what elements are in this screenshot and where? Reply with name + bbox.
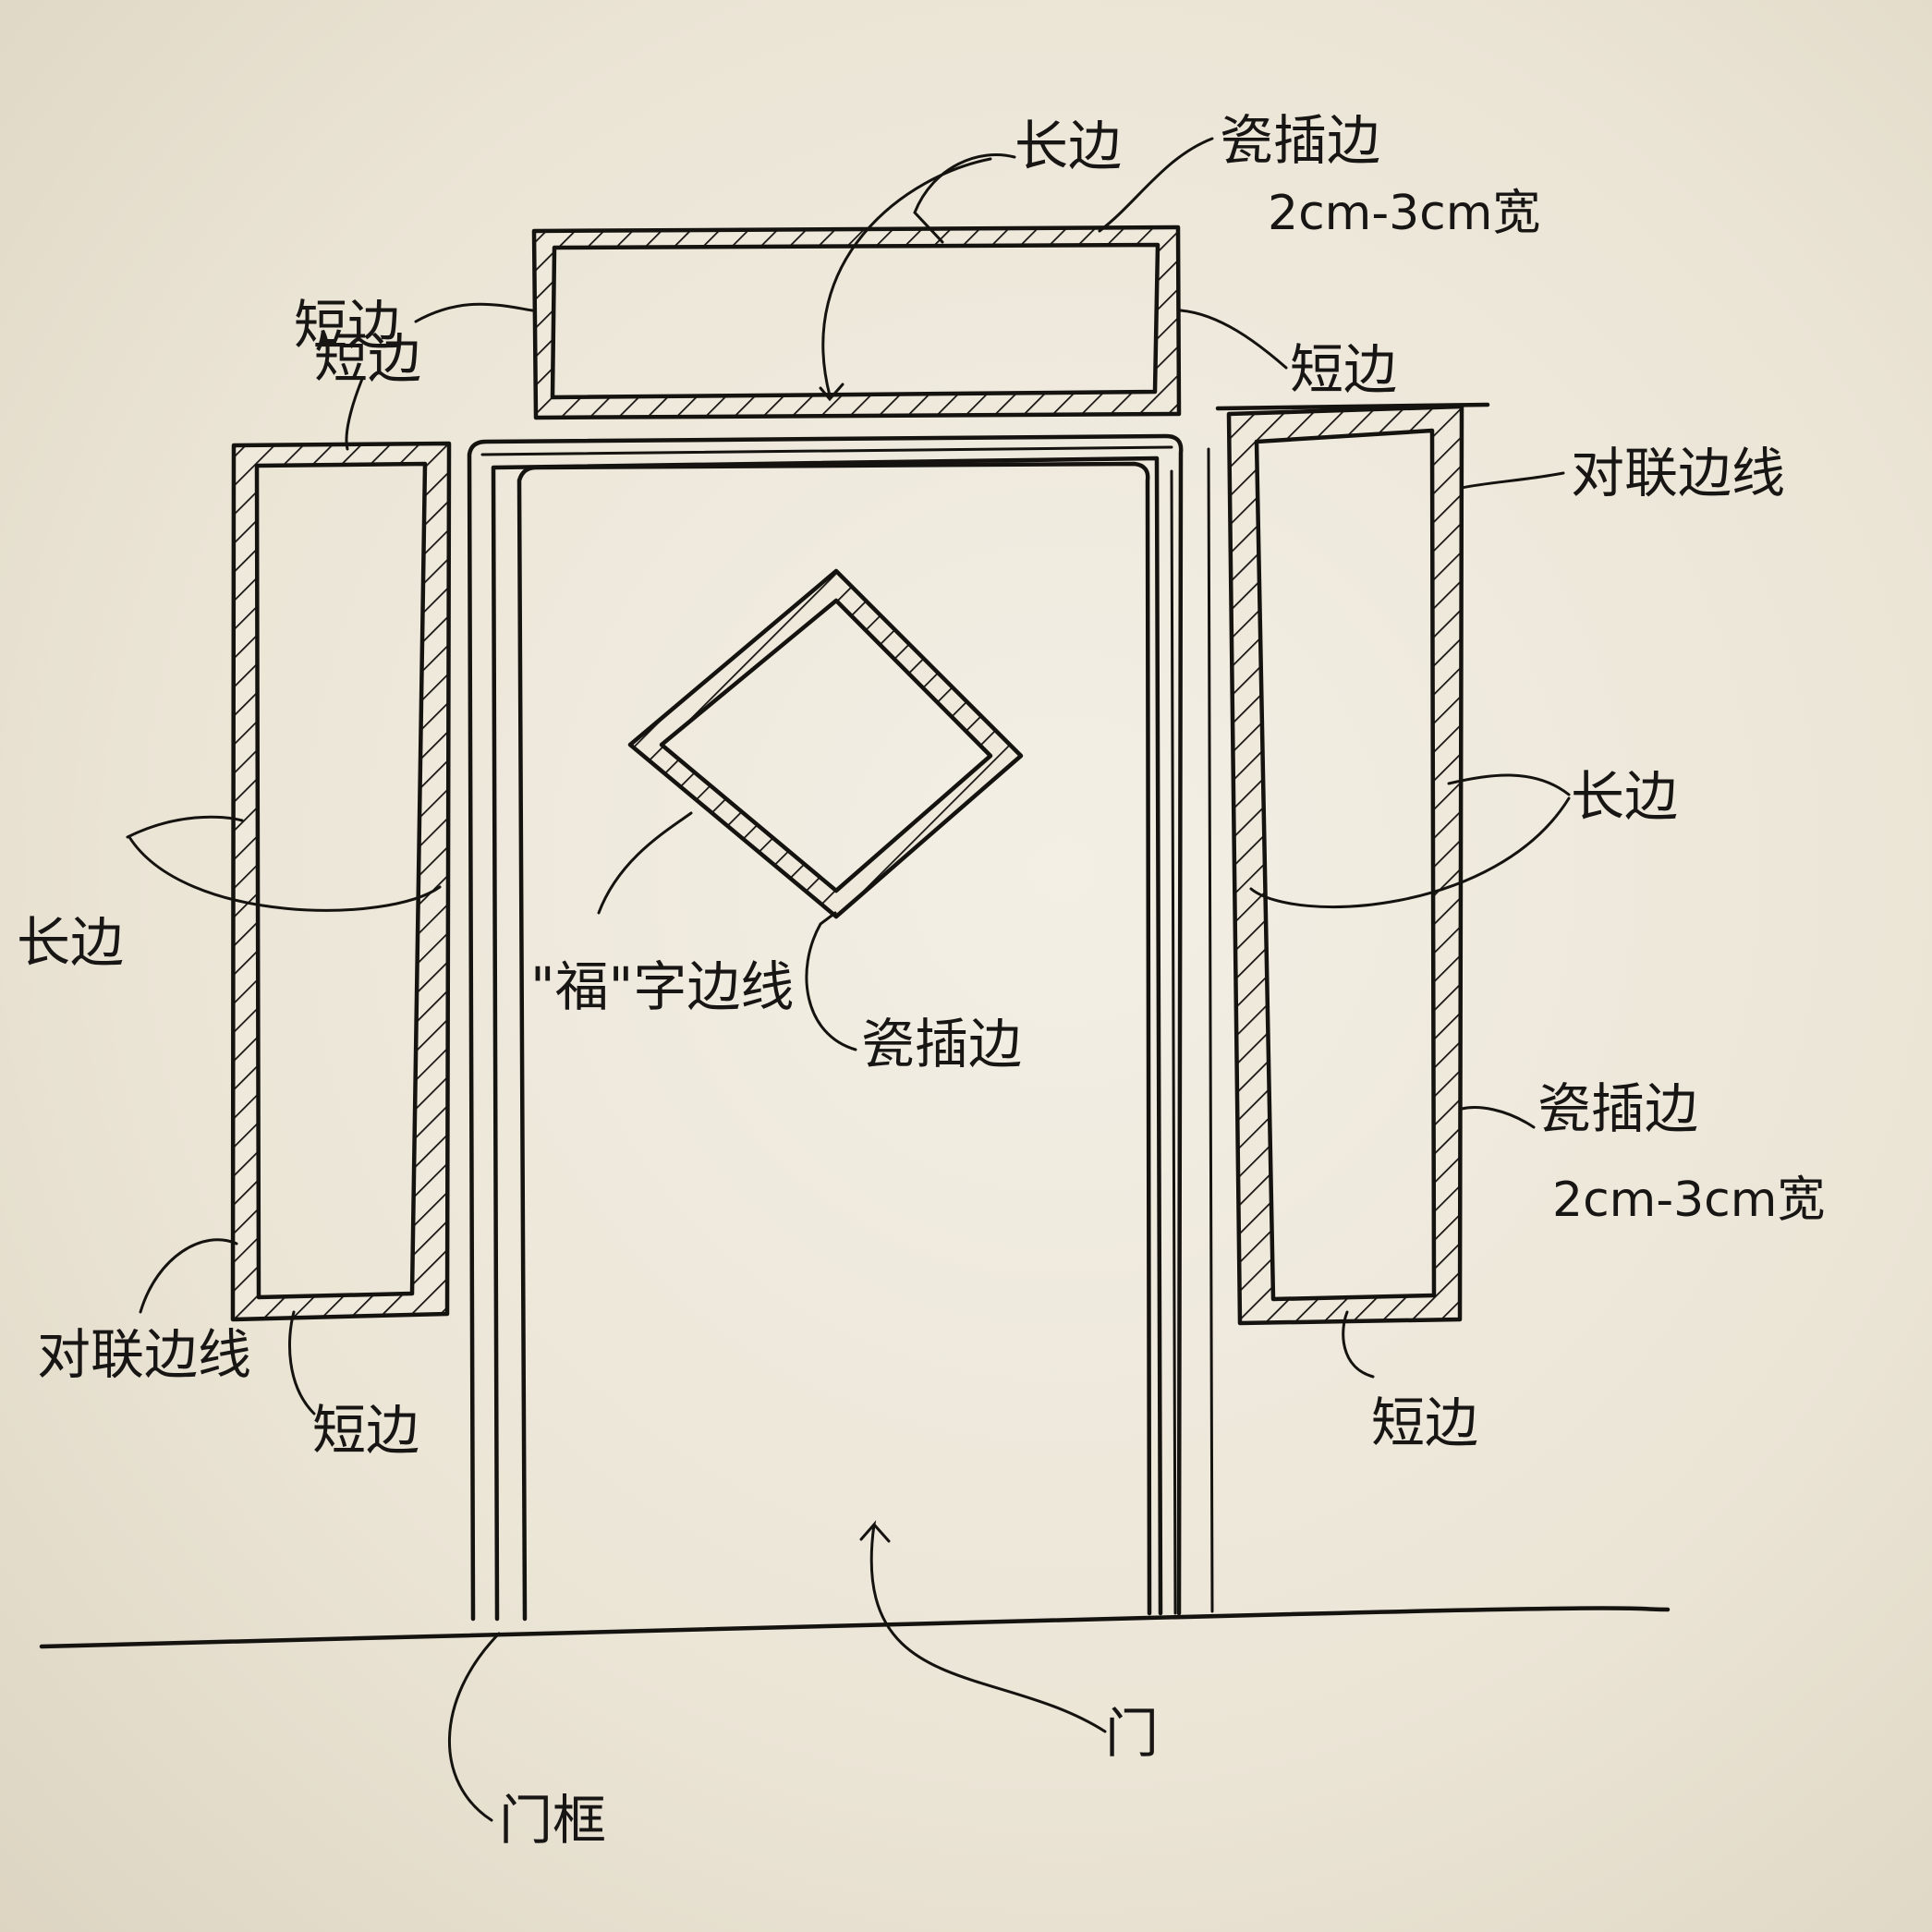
arrow-fu-border bbox=[597, 811, 693, 915]
door-frame bbox=[467, 433, 1214, 1622]
label-door-frame: 门框 bbox=[499, 1789, 606, 1852]
arrow-top-left-short bbox=[414, 302, 534, 323]
arrow-left-short-bottom bbox=[287, 1310, 316, 1416]
arrow-top-trim bbox=[1098, 137, 1214, 233]
arrow-right-couplet bbox=[1460, 471, 1565, 490]
right-couplet-panel bbox=[1215, 402, 1490, 1326]
label-top-long-side: 长边 bbox=[1015, 115, 1122, 177]
arrow-top-long-2 bbox=[821, 157, 992, 397]
door-frame-inner bbox=[516, 461, 1152, 1622]
leader-arrows bbox=[126, 137, 1571, 1822]
arrow-right-short-bottom bbox=[1342, 1310, 1375, 1379]
label-right-trim-width: 瓷插边 bbox=[1537, 1077, 1698, 1140]
arrow-door-frame bbox=[447, 1632, 501, 1822]
label-fu-border: "福"字边线 bbox=[530, 955, 794, 1018]
label-left-panel-short-top: 短边 bbox=[314, 327, 421, 390]
label-right-couplet-border: 对联边线 bbox=[1571, 442, 1785, 504]
label-top-right-short: 短边 bbox=[1290, 338, 1397, 401]
door-frame-right-extra bbox=[1170, 447, 1214, 1615]
label-left-long-side: 长边 bbox=[17, 911, 124, 974]
ground-line bbox=[39, 1606, 1671, 1649]
arrow-door bbox=[859, 1520, 1107, 1733]
right-panel-top-edge bbox=[1215, 402, 1490, 411]
arrow-left-couplet bbox=[139, 1238, 238, 1314]
top-panel bbox=[531, 225, 1182, 420]
label-fu-trim: 瓷插边 bbox=[861, 1013, 1022, 1075]
arrow-top-right-short bbox=[1179, 309, 1288, 370]
right-panel-trim-border bbox=[1226, 404, 1464, 1326]
arrowhead-top-long-2 bbox=[819, 383, 844, 402]
label-left-couplet-border: 对联边线 bbox=[37, 1323, 251, 1386]
left-couplet-panel bbox=[230, 441, 452, 1322]
label-door: 门 bbox=[1105, 1702, 1159, 1765]
label-top-trim-width: 瓷插边 bbox=[1220, 109, 1380, 172]
door-frame-outer bbox=[467, 433, 1184, 1622]
label-right-long-side: 长边 bbox=[1571, 765, 1678, 828]
arrow-top-long-1 bbox=[913, 153, 1016, 244]
arrow-left-top-short bbox=[345, 377, 364, 451]
fu-diamond-trim-border bbox=[627, 568, 1024, 919]
label-top-left-short: 短边 bbox=[294, 294, 401, 357]
arrow-left-long-2 bbox=[128, 835, 442, 912]
arrow-fu-trim bbox=[805, 911, 857, 1051]
label-left-short-bottom: 短边 bbox=[312, 1399, 419, 1462]
arrow-left-long-1 bbox=[126, 815, 244, 839]
left-panel-trim-border bbox=[230, 441, 452, 1322]
annotation-labels: 长边 瓷插边 2cm-3cm宽 短边 短边 短边 长边 对联边线 短边 对联边线… bbox=[17, 109, 1825, 1852]
fu-diamond bbox=[627, 568, 1024, 919]
door-frame-head-double bbox=[480, 445, 1173, 456]
arrow-right-long-2 bbox=[1249, 796, 1571, 908]
label-right-trim-size: 2cm-3cm宽 bbox=[1552, 1173, 1825, 1228]
arrow-right-trim bbox=[1460, 1106, 1536, 1129]
top-panel-trim-border bbox=[531, 225, 1182, 420]
door-frame-mid bbox=[491, 456, 1163, 1622]
label-top-trim-size: 2cm-3cm宽 bbox=[1268, 186, 1540, 241]
arrow-right-long-1 bbox=[1447, 773, 1571, 796]
label-right-short-bottom: 短边 bbox=[1371, 1391, 1478, 1454]
